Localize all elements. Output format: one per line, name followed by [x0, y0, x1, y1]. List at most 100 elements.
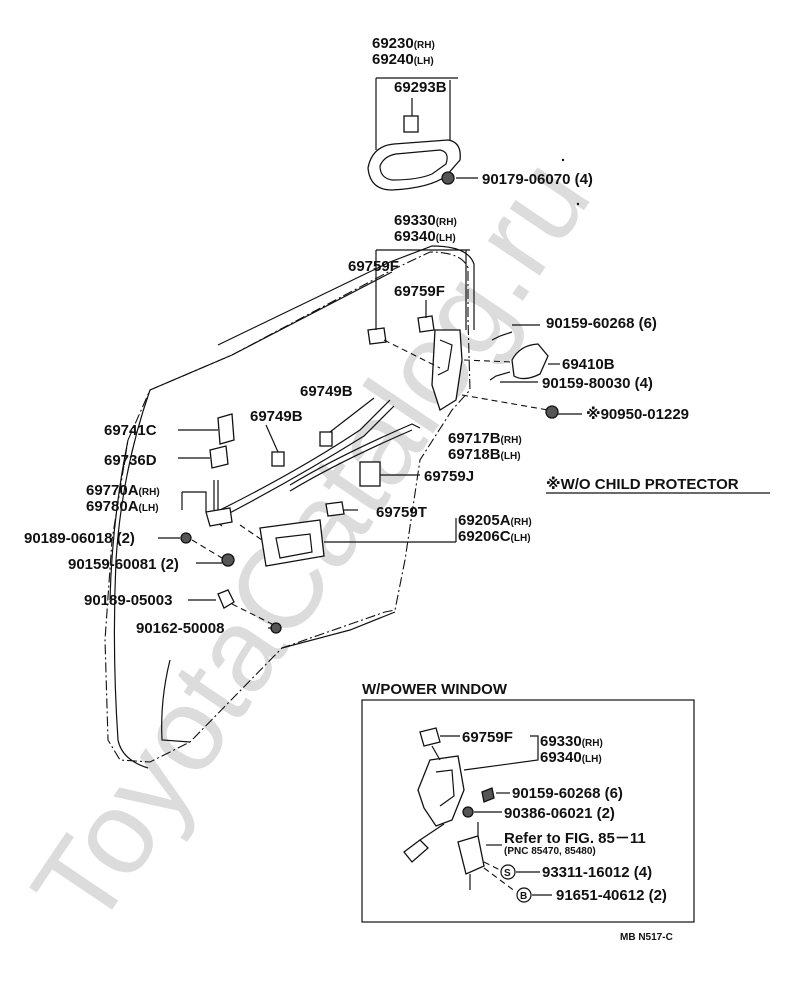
marker-b-circle — [516, 887, 532, 903]
svg-text:69330(RH): 69330(RH) — [540, 733, 603, 750]
label-69770a-sfx: (RH) — [139, 487, 160, 498]
svg-text:69230(RH): 69230(RH) — [372, 35, 435, 52]
inset-screw-90159 — [481, 787, 495, 803]
clip-69759t — [325, 501, 345, 517]
label-69770a: 69770A — [86, 482, 139, 499]
screw-90162-50008 — [270, 622, 282, 634]
label-69780a-sfx: (LH) — [139, 503, 159, 514]
label-69717b: 69717B — [448, 430, 501, 447]
outside-handle-part — [367, 139, 461, 191]
rod-clip-69749b-b — [271, 451, 285, 467]
inset-label-pnc: (PNC 85470, 85480) — [504, 846, 596, 857]
inset-clip-69759f — [419, 727, 441, 747]
inset-lock-part — [417, 755, 465, 827]
inset-label-69340-sfx: (LH) — [582, 754, 602, 765]
label-69759t: 69759T — [376, 504, 427, 521]
label-69759j: 69759J — [424, 468, 474, 485]
marker-s-circle — [500, 864, 516, 880]
label-69230-sfx: (RH) — [414, 40, 435, 51]
stray-dot — [561, 158, 565, 162]
handle-clip-69293b — [403, 115, 419, 133]
svg-text:69780A(LH): 69780A(LH) — [86, 498, 159, 515]
svg-text:69770A(RH): 69770A(RH) — [86, 482, 160, 499]
label-90159-80030: 90159-80030 (4) — [542, 375, 653, 392]
svg-text:69240(LH): 69240(LH) — [372, 51, 434, 68]
main-labels: 69230(RH) 69240(LH) 69293B 90179-06070 (… — [24, 35, 689, 637]
label-69717b-sfx: (RH) — [501, 435, 522, 446]
inset-label-91651: 91651-40612 (2) — [556, 887, 667, 904]
lock-rods — [219, 397, 421, 517]
inset-nut-90386 — [462, 806, 474, 818]
inset-label-69330-sfx: (RH) — [582, 738, 603, 749]
svg-text:69340(LH): 69340(LH) — [394, 228, 456, 245]
label-90159-60268: 90159-60268 (6) — [546, 315, 657, 332]
label-69749b-b: 69749B — [250, 408, 303, 425]
screw-90189-06018 — [180, 532, 192, 544]
svg-text:69717B(RH): 69717B(RH) — [448, 430, 522, 447]
label-69205a: 69205A — [458, 512, 511, 529]
label-90189-05003: 90189-05003 — [84, 592, 172, 609]
label-69293b: 69293B — [394, 79, 447, 96]
label-69206c-sfx: (LH) — [511, 533, 531, 544]
screw-90159-60081 — [221, 553, 235, 567]
label-69741c: 69741C — [104, 422, 157, 439]
label-69718b: 69718B — [448, 446, 501, 463]
inside-handle-assembly — [239, 501, 457, 567]
bezel-69736d — [209, 445, 229, 469]
bumper-90950 — [545, 405, 559, 419]
lock-knob-parts — [178, 413, 235, 527]
inside-handle-part — [259, 519, 325, 567]
label-69330: 69330 — [394, 212, 436, 229]
inset-label-93311: 93311-16012 (4) — [542, 864, 652, 881]
inset-power-window: W/POWER WINDOW S B 69759F 69330(RH) 6934… — [361, 681, 695, 923]
label-90162-50008: 90162-50008 — [136, 620, 224, 637]
inset-label-69340: 69340 — [540, 749, 582, 766]
label-69718b-sfx: (LH) — [501, 451, 521, 462]
rod-69770a — [205, 507, 233, 527]
svg-text:69206C(LH): 69206C(LH) — [458, 528, 531, 545]
nut-90179 — [441, 171, 455, 185]
label-69759f-b: 69759F — [394, 283, 445, 300]
label-69206c: 69206C — [458, 528, 511, 545]
inset-label-90386: 90386-06021 (2) — [504, 805, 615, 822]
label-90179: 90179-06070 (4) — [482, 171, 593, 188]
label-69240: 69240 — [372, 51, 414, 68]
inset-link-part — [403, 839, 429, 863]
label-69240-sfx: (LH) — [414, 56, 434, 67]
label-90950: ※90950-01229 — [586, 405, 689, 423]
label-69780a: 69780A — [86, 498, 139, 515]
label-69205a-sfx: (RH) — [511, 517, 532, 528]
label-69330-sfx: (RH) — [436, 217, 457, 228]
svg-text:69718B(LH): 69718B(LH) — [448, 446, 521, 463]
label-69736d: 69736D — [104, 452, 157, 469]
svg-text:69340(LH): 69340(LH) — [540, 749, 602, 766]
note-child-protector: ※W/O CHILD PROTECTOR — [546, 475, 739, 493]
inset-frame — [361, 699, 695, 923]
marker-b: B — [520, 891, 527, 902]
label-90159-60081: 90159-60081 (2) — [68, 556, 179, 573]
label-69410b: 69410B — [562, 356, 615, 373]
label-69749b-a: 69749B — [300, 383, 353, 400]
stray-dot — [576, 202, 580, 206]
drawing-code: MB N517-C — [620, 932, 673, 943]
inset-title: W/POWER WINDOW — [362, 681, 508, 698]
fasteners-left — [158, 532, 282, 634]
clip-69759f-a — [367, 327, 387, 345]
label-69230: 69230 — [372, 35, 414, 52]
inset-label-69330: 69330 — [540, 733, 582, 750]
rod-clip-69749b-a — [319, 431, 333, 447]
striker-69410b — [511, 343, 549, 380]
inset-actuator — [457, 835, 485, 875]
label-69340-sfx: (LH) — [436, 233, 456, 244]
door-lock-assembly — [367, 249, 582, 419]
label-69759f-a: 69759F — [348, 258, 399, 275]
clip-69759f-b — [417, 315, 435, 333]
svg-text:69205A(RH): 69205A(RH) — [458, 512, 532, 529]
pad-69759j — [359, 461, 381, 487]
label-90189-06018: 90189-06018 (2) — [24, 530, 135, 547]
knob-69741c — [217, 413, 235, 445]
inset-label-90159-60268: 90159-60268 (6) — [512, 785, 623, 802]
screw-90189-05003 — [217, 589, 235, 609]
